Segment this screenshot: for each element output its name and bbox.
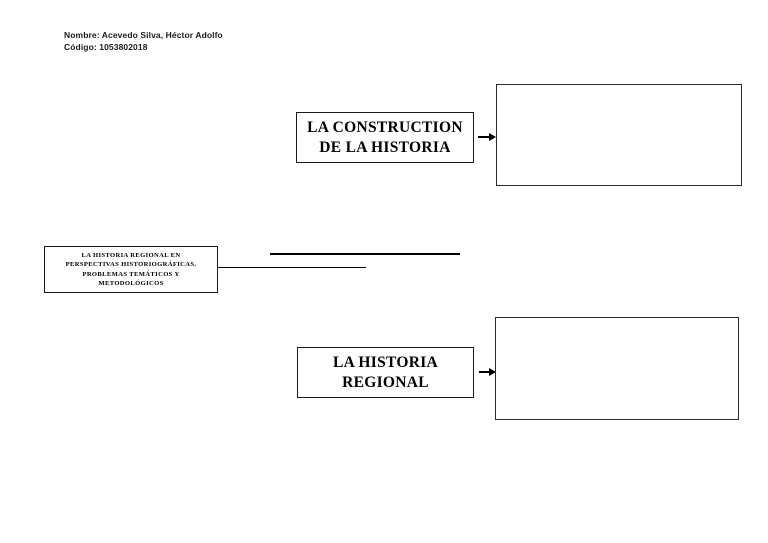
main-title-line-2: PERSPECTIVAS HISTORIOGRÁFICAS. — [65, 261, 197, 269]
topic-historia-regional-text: LA HISTORIA REGIONAL — [333, 353, 438, 393]
arrow-shaft — [478, 136, 489, 138]
arrow-head — [488, 368, 496, 376]
topic-box-construction: LA CONSTRUCTION DE LA HISTORIA — [296, 112, 474, 163]
connector-line-lower — [218, 267, 366, 269]
student-header: Nombre: Acevedo Silva, Héctor Adolfo Cód… — [64, 30, 223, 53]
topic-box-historia-regional: LA HISTORIA REGIONAL — [297, 347, 474, 398]
arrow-right-icon-top — [478, 131, 496, 143]
main-title-line-3: PROBLEMAS TEMÁTICOS Y — [82, 270, 180, 278]
main-title-line-1: LA HISTORIA REGIONAL EN — [81, 251, 181, 259]
arrow-shaft — [479, 371, 489, 373]
arrow-right-icon-bottom — [479, 366, 496, 378]
detail-box-historia-regional — [495, 317, 739, 420]
main-title-line-4: METODOLÓGICOS — [98, 279, 164, 287]
student-name-line: Nombre: Acevedo Silva, Héctor Adolfo — [64, 30, 223, 40]
connector-line-upper — [270, 253, 460, 256]
student-code-line: Código: 1053802018 — [64, 41, 148, 52]
topic-historia-regional-line-2: REGIONAL — [342, 373, 429, 391]
arrow-head — [488, 133, 496, 141]
topic-construction-line-2: DE LA HISTORIA — [319, 138, 451, 156]
main-title-text: LA HISTORIA REGIONAL EN PERSPECTIVAS HIS… — [66, 251, 197, 289]
topic-construction-text: LA CONSTRUCTION DE LA HISTORIA — [307, 118, 463, 158]
main-title-box: LA HISTORIA REGIONAL EN PERSPECTIVAS HIS… — [44, 246, 218, 293]
topic-construction-line-1: LA CONSTRUCTION — [307, 118, 463, 136]
detail-box-construction — [496, 84, 742, 186]
topic-historia-regional-line-1: LA HISTORIA — [332, 353, 439, 371]
